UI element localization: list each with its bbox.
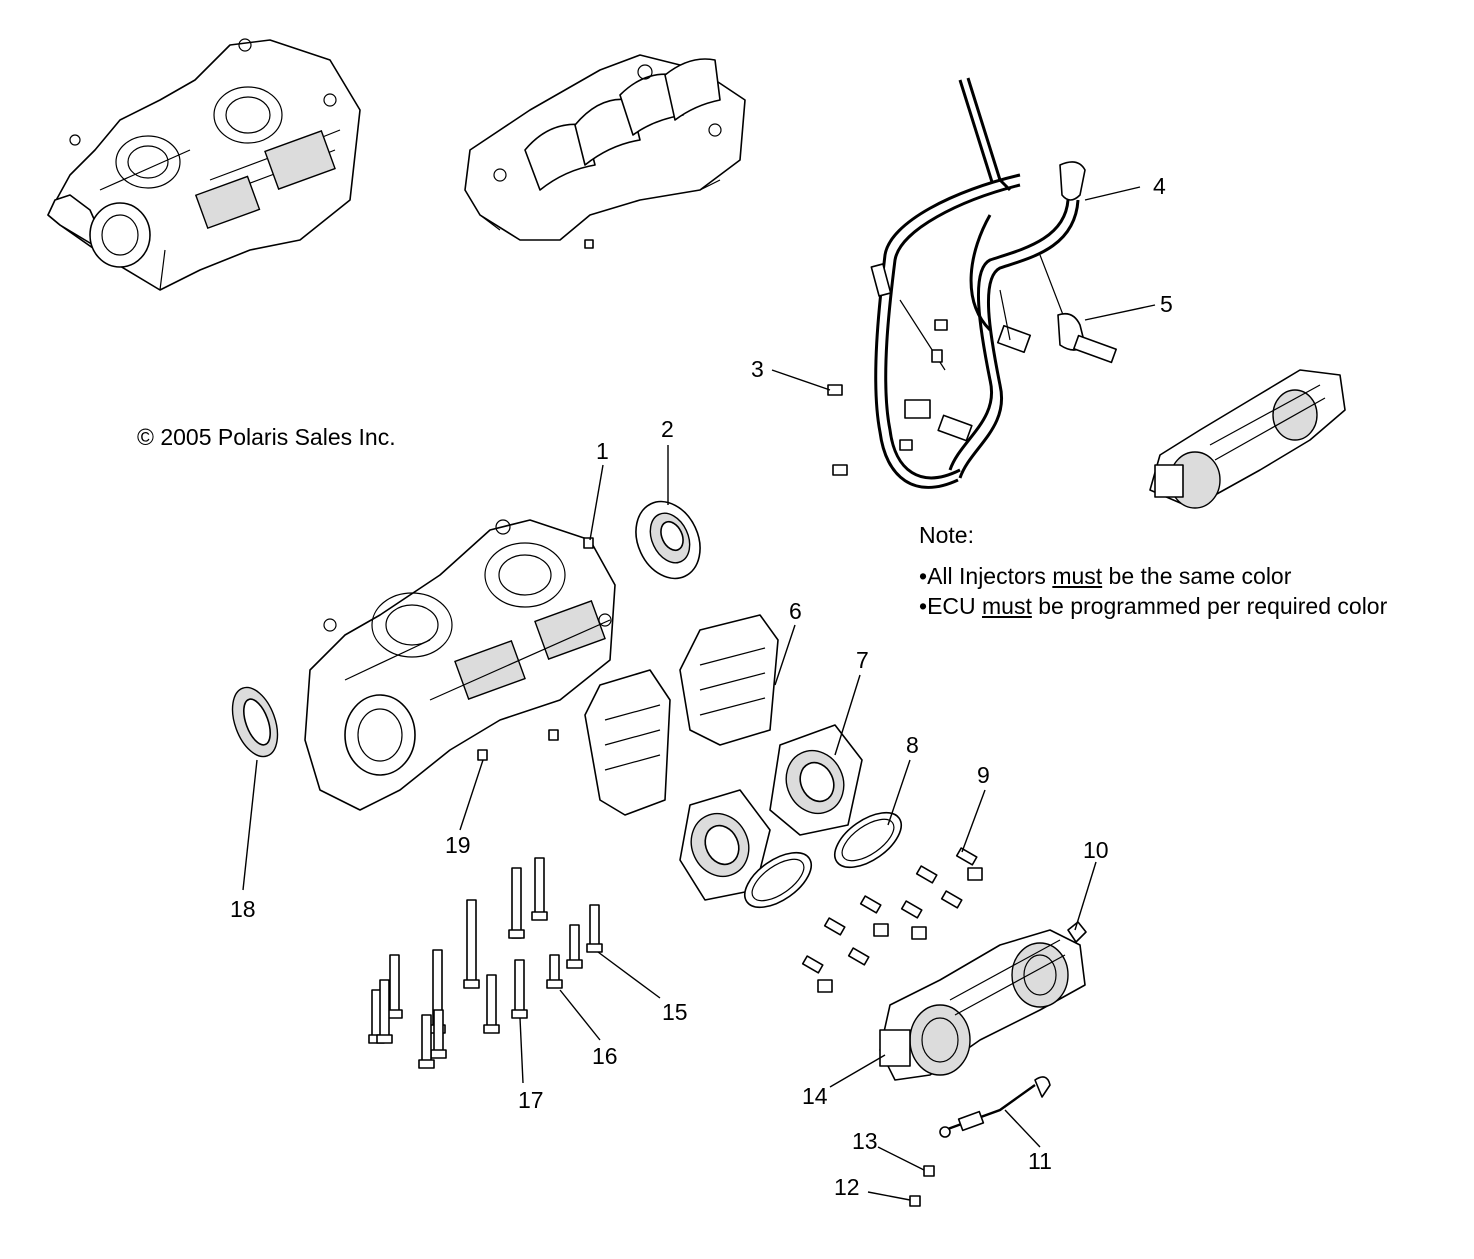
intake-boot-part-7 [679, 724, 863, 901]
callout-16: 16 [592, 1043, 618, 1069]
throttle-body-small-view [1149, 369, 1346, 509]
crankcase-lower-half-view [464, 54, 746, 249]
callout-14: 14 [802, 1083, 828, 1109]
callout-3: 3 [751, 356, 764, 382]
callout-1: 1 [596, 438, 609, 464]
note-title: Note: [919, 522, 974, 548]
throttle-body-main [879, 921, 1087, 1081]
callout-9: 9 [977, 762, 990, 788]
crankcase-main [304, 519, 616, 811]
callout-18: 18 [230, 896, 256, 922]
seal-part-2 [635, 500, 701, 580]
callout-19: 19 [445, 832, 471, 858]
note-line-ecu: •ECU must be programmed per required col… [919, 593, 1388, 619]
callout-15: 15 [662, 999, 688, 1025]
callout-5: 5 [1160, 291, 1173, 317]
callout-numbers: 1 2 3 4 5 6 7 8 9 10 11 12 13 14 15 16 1… [230, 173, 1173, 1200]
reed-valve-part-6 [584, 614, 779, 816]
callout-6: 6 [789, 598, 802, 624]
callout-8: 8 [906, 732, 919, 758]
nut-part-12 [909, 1195, 921, 1207]
fuel-rail-assembly [827, 77, 1117, 489]
callout-12: 12 [834, 1174, 860, 1200]
callout-7: 7 [856, 647, 869, 673]
nut-part-13 [923, 1165, 935, 1177]
callout-11: 11 [1028, 1148, 1052, 1174]
callout-17: 17 [518, 1087, 544, 1113]
crankcase-upper-view [47, 38, 361, 291]
leader-lines [242, 186, 1156, 1201]
callout-10: 10 [1083, 837, 1109, 863]
callout-13: 13 [852, 1128, 878, 1154]
bolts-part-9 [801, 847, 983, 993]
copyright-text: © 2005 Polaris Sales Inc. [137, 424, 396, 450]
callout-2: 2 [661, 416, 674, 442]
note-line-injectors: •All Injectors must be the same color [919, 563, 1292, 589]
callout-4: 4 [1153, 173, 1166, 199]
seal-part-18 [231, 686, 279, 758]
sensor-cable-part-11 [939, 1076, 1051, 1138]
clamp-part-8 [744, 811, 902, 909]
bolts-part-15-16-17 [368, 857, 603, 1069]
